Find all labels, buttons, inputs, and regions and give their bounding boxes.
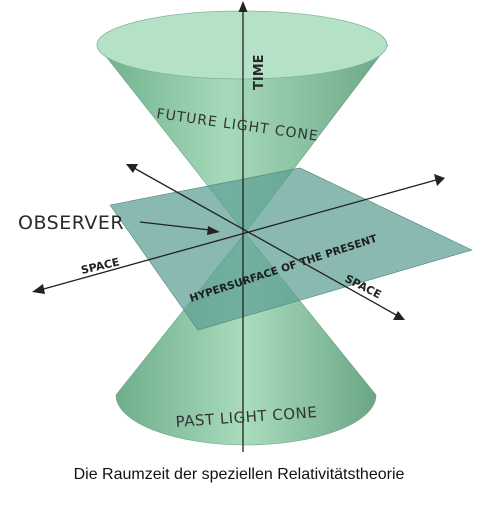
space-axis-1-arrow-left <box>32 284 45 294</box>
space-axis-2-arrow-left <box>126 164 138 173</box>
past-light-cone <box>115 232 377 446</box>
hypersurface-plane <box>109 167 473 331</box>
space-axis-1 <box>39 179 437 291</box>
observer-label: OBSERVER <box>18 212 124 234</box>
axes <box>32 1 445 452</box>
space-axis-2 <box>133 167 399 317</box>
time-axis-arrowhead <box>238 1 248 12</box>
time-label: TIME <box>252 54 267 90</box>
figure-caption: Die Raumzeit der speziellen Relativitäts… <box>73 466 405 483</box>
observer-pointer <box>139 221 211 231</box>
space-axis-2-arrow-right <box>393 311 405 320</box>
observer-pointer-arrowhead <box>207 226 220 235</box>
space-axis-1-arrow-right <box>434 174 445 186</box>
